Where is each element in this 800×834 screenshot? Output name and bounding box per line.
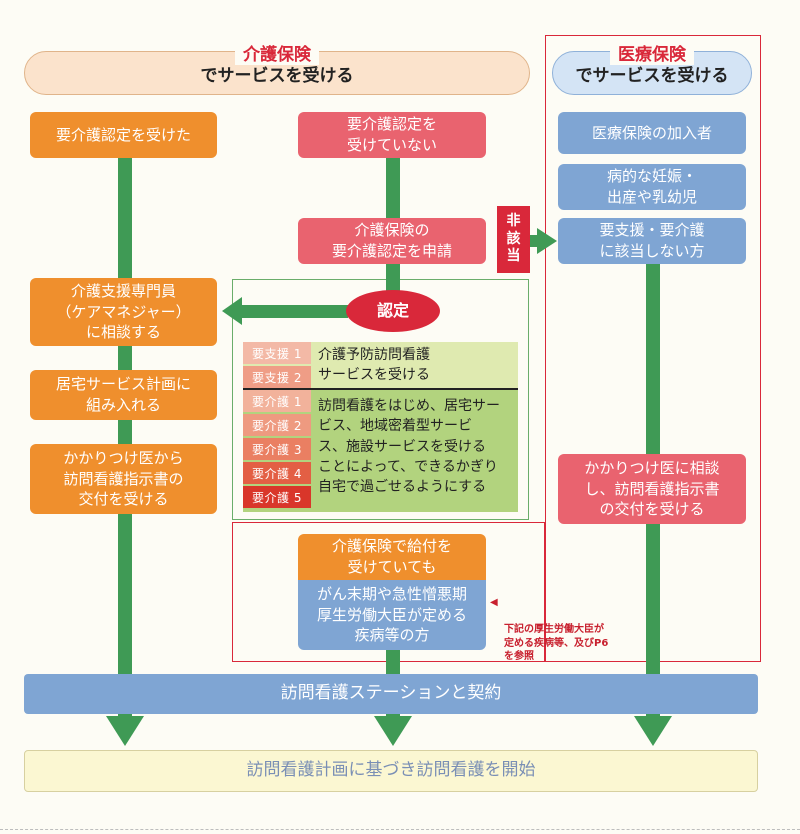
care-manager-box: 介護支援専門員 （ケアマネジャー） に相談する <box>30 278 217 346</box>
middle-down-arrowhead <box>374 716 412 746</box>
not-applicable-tag: 非 該 当 <box>497 206 530 273</box>
care-level-3: 要介護 3 <box>243 438 311 460</box>
care-plan-box: 居宅サービス計画に 組み入れる <box>30 370 217 420</box>
medical-insurance-title: 医療保険 <box>610 45 694 65</box>
apply-box: 介護保険の 要介護認定を申請 <box>298 218 486 264</box>
medical-insurance-header: 医療保険 でサービスを受ける <box>552 45 752 95</box>
right-instruction-box: かかりつけ医に相談 し、訪問看護指示書 の交付を受ける <box>558 454 746 524</box>
pregnancy-box: 病的な妊娠・ 出産や乳幼児 <box>558 164 746 210</box>
note-text: ◀ 下記の厚生労働大臣が 定める疾病等、及びP6 を参照 <box>490 596 608 677</box>
care-insurance-header: 介護保険 でサービスを受ける <box>24 45 530 95</box>
note-body: 下記の厚生労働大臣が 定める疾病等、及びP6 を参照 <box>504 624 609 662</box>
recognized-box: 要介護認定を受けた <box>30 112 217 158</box>
medical-insurance-subtitle: でサービスを受ける <box>575 65 729 86</box>
support-level-2: 要支援 2 <box>243 366 311 388</box>
level-divider <box>243 388 518 390</box>
terminal-box: がん末期や急性憎悪期 厚生労働大臣が定める 疾病等の方 <box>298 580 486 650</box>
middle-flow-line-mid <box>386 262 400 298</box>
middle-flow-line-top <box>386 158 400 224</box>
care-insurance-title: 介護保険 <box>235 45 319 65</box>
care-level-4: 要介護 4 <box>243 462 311 484</box>
not-applicable-person-box: 要支援・要介護 に該当しない方 <box>558 218 746 264</box>
care-level-5: 要介護 5 <box>243 486 311 508</box>
right-down-arrowhead <box>634 716 672 746</box>
insured-box: 医療保険の加入者 <box>558 112 746 154</box>
certified-arrowhead <box>222 297 242 325</box>
left-down-arrowhead <box>106 716 144 746</box>
not-recognized-box: 要介護認定を 受けていない <box>298 112 486 158</box>
left-instruction-box: かかりつけ医から 訪問看護指示書の 交付を受ける <box>30 444 217 514</box>
note-arrow-icon: ◀ <box>490 597 498 608</box>
care-level-2: 要介護 2 <box>243 414 311 436</box>
bottom-divider <box>0 829 800 830</box>
not-applicable-arrowhead <box>537 228 557 254</box>
benefit-box: 介護保険で給付を 受けていても <box>298 534 486 580</box>
certified-oval: 認定 <box>346 290 440 332</box>
support-level-text: 介護予防訪問看護 サービスを受ける <box>318 347 430 384</box>
care-level-1: 要介護 1 <box>243 390 311 412</box>
contract-bar: 訪問看護ステーションと契約 <box>24 674 758 714</box>
certified-arrow-line <box>240 305 348 318</box>
care-insurance-subtitle: でサービスを受ける <box>200 65 354 86</box>
start-bar: 訪問看護計画に基づき訪問看護を開始 <box>24 750 758 792</box>
support-level-1: 要支援 1 <box>243 342 311 364</box>
certification-frame <box>232 279 529 520</box>
care-level-text: 訪問看護をはじめ、居宅サー ビス、地域密着型サービ ス、施設サービスを受ける こ… <box>318 398 500 496</box>
